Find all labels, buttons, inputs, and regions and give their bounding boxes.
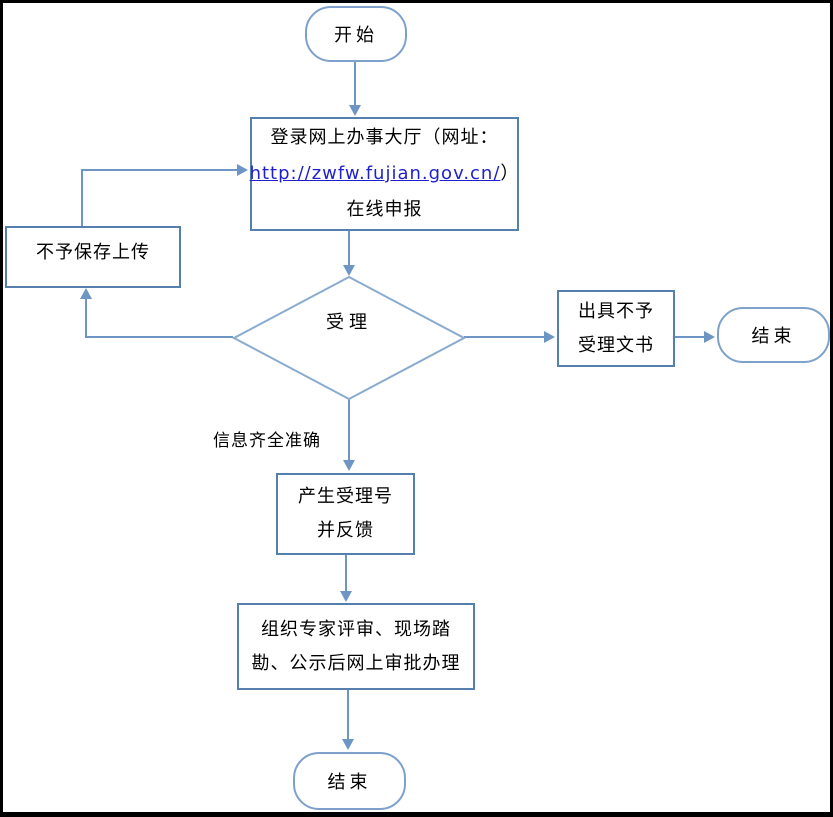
- feedback-line2: 并反馈: [317, 520, 374, 541]
- acceptance-number-box: 产生受理号 并反馈: [276, 473, 415, 555]
- decision-label: 受理: [326, 312, 372, 333]
- connector-nosave-login: [81, 169, 238, 171]
- arrowhead-down-icon: [343, 265, 355, 276]
- arrowhead-right-icon: [544, 331, 555, 343]
- login-portal-box: 登录网上办事大厅（网址： http://zwfw.fujian.gov.cn/）…: [250, 117, 519, 231]
- connector-nosave-up: [81, 169, 83, 226]
- login-line2: http://zwfw.fujian.gov.cn/）: [250, 156, 520, 192]
- connector-login-decision: [348, 230, 350, 267]
- review-line1: 组织专家评审、现场踏: [261, 618, 451, 640]
- connector-feedback-review: [345, 554, 347, 593]
- no-save-label: 不予保存上传: [36, 242, 150, 263]
- connector-review-end: [347, 690, 349, 740]
- start-label: 开始: [334, 25, 378, 46]
- expert-review-box: 组织专家评审、现场踏 勘、公示后网上审批办理: [237, 603, 475, 690]
- arrowhead-down-icon: [349, 105, 361, 116]
- end-right-label: 结束: [751, 326, 796, 347]
- connector-decision-issue: [464, 336, 545, 338]
- issue-document-box: 出具不予 受理文书: [557, 290, 675, 367]
- connector-decision-left: [85, 336, 233, 338]
- connector-left-up: [85, 298, 87, 338]
- connector-decision-feedback: [348, 399, 350, 462]
- arrowhead-right-icon: [237, 164, 248, 176]
- connector-start-login: [354, 62, 356, 107]
- arrowhead-down-icon: [343, 460, 355, 471]
- login-line3: 在线申报: [346, 199, 423, 220]
- condition-label: 信息齐全准确: [213, 431, 321, 451]
- portal-url-link[interactable]: http://zwfw.fujian.gov.cn/: [249, 163, 501, 184]
- arrowhead-down-icon: [342, 739, 354, 750]
- login-line1: 登录网上办事大厅（网址：: [270, 127, 499, 148]
- decision-diamond: [231, 275, 467, 401]
- end-terminal-right: 结束: [717, 307, 830, 363]
- end-terminal-bottom: 结束: [293, 752, 406, 810]
- issue-line1: 出具不予: [578, 300, 654, 322]
- start-terminal: 开始: [305, 6, 407, 62]
- end-bottom-label: 结束: [327, 772, 372, 793]
- arrowhead-down-icon: [340, 591, 352, 602]
- connector-issue-end: [675, 336, 705, 338]
- review-line2: 勘、公示后网上审批办理: [251, 652, 461, 674]
- feedback-line1: 产生受理号: [298, 486, 393, 507]
- closing-paren: ）: [500, 163, 520, 184]
- no-save-upload-box: 不予保存上传: [5, 226, 181, 288]
- issue-line2: 受理文书: [578, 334, 654, 356]
- arrowhead-right-icon: [704, 331, 715, 343]
- arrowhead-up-icon: [80, 288, 92, 299]
